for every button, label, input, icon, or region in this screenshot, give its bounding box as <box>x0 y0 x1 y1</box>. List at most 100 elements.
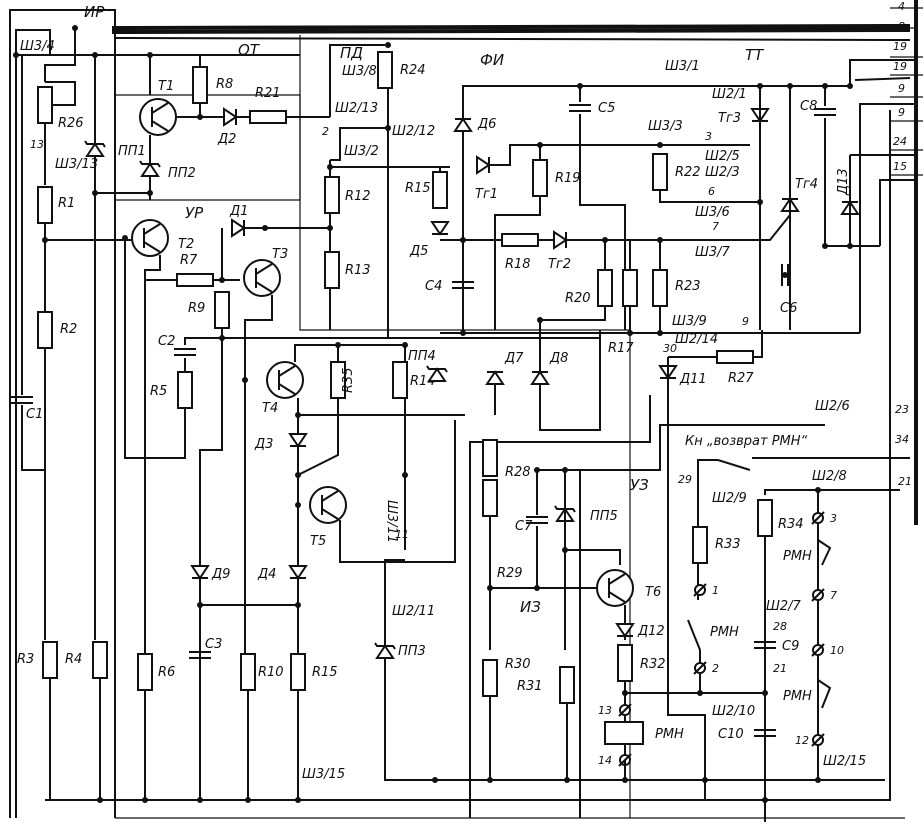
resistor-label: R20 <box>565 291 591 306</box>
connector-label: Ш2/1 <box>712 87 747 102</box>
pin-label: 13 <box>30 138 44 151</box>
pin-label: 29 <box>678 473 692 486</box>
connector-label: Ш3/15 <box>302 767 345 782</box>
capacitor-label: C6 <box>780 301 797 316</box>
resistor-label: R30 <box>505 657 531 672</box>
connector-label: Ш2/11 <box>392 604 435 619</box>
pin-label: 7 <box>830 589 837 602</box>
diode-label: Д12 <box>637 624 665 639</box>
diode-label: Д6 <box>477 117 496 132</box>
zener-label: ПП4 <box>408 349 436 364</box>
diode-label: Д8 <box>549 351 568 366</box>
thyristor-label: Тг3 <box>718 111 741 126</box>
zener-label: ПП1 <box>118 144 146 159</box>
connector-label: Ш2/13 <box>335 101 378 116</box>
transistor-label: T1 <box>158 79 174 94</box>
connector-label: Ш3/11 <box>384 500 399 543</box>
block-label-ur: УР <box>185 204 204 222</box>
resistor-label: R35 <box>341 367 356 393</box>
block-tt: ТТ Ш3/1 Ш2/1 Тг3 Ш3/3 3 Ш2/5 Ш2/3 R22 6 … <box>648 46 915 800</box>
block-fi: ФИ Д6 C5 R15 Д5 R18 Тг2 C4 Тг1 R19 R20 R… <box>405 51 701 431</box>
connector-label: Ш2/5 <box>705 149 740 164</box>
connector-label: Ш2/7 <box>766 599 802 614</box>
transistor-label: T6 <box>645 585 661 600</box>
diode-label: Д9 <box>211 567 230 582</box>
pin-label: 1 <box>712 584 719 597</box>
thyristor-label: Тг2 <box>548 257 571 272</box>
pin-label: 14 <box>598 754 612 767</box>
pin-label: 13 <box>598 704 612 717</box>
capacitor-label: C4 <box>425 279 442 294</box>
pin-label: 11 <box>395 528 409 541</box>
diode-label: Д5 <box>409 244 428 259</box>
relay-contact-label: РМН <box>710 625 739 640</box>
connector-label: Ш2/6 <box>815 399 850 414</box>
resistor-label: R28 <box>505 465 531 480</box>
connector-label: Ш3/3 <box>648 119 683 134</box>
block-label-fi: ФИ <box>480 51 504 69</box>
connector-label: Ш2/15 <box>823 754 866 769</box>
capacitor-label: C1 <box>26 407 43 422</box>
connector-label: Ш3/7 <box>695 245 731 260</box>
terminal-label: 8 <box>898 20 905 33</box>
resistor-label: R5 <box>150 384 167 399</box>
diode-label: Д3 <box>254 437 273 452</box>
resistor-label: R17 <box>608 341 634 356</box>
thyristor-label: Тг4 <box>795 177 818 192</box>
terminal-strip: 4 8 19 19 9 9 24 15 23 34 21 <box>893 0 912 488</box>
block-t4-t5: T4 R35 Д3 T5 Д4 R15 Ш3/15 R14 Ш3/11 11 Ш… <box>254 344 630 800</box>
pin-label: 3 <box>830 512 837 525</box>
resistor-label: R24 <box>400 63 426 78</box>
pin-label: 12 <box>795 734 809 747</box>
capacitor-label: C5 <box>598 101 615 116</box>
capacitor-label: C3 <box>205 637 222 652</box>
block-uz: УЗ ИЗ Ш2/6 Кн „возврат РМН“ R28 R29 C7 П… <box>469 395 910 822</box>
diode-label: Д13 <box>836 168 851 196</box>
terminal-label: 23 <box>895 403 909 416</box>
frame-wiring <box>9 0 923 819</box>
relay-contact-label: РМН <box>783 549 812 564</box>
resistor-label: R3 <box>17 652 34 667</box>
connector-label: Ш3/2 <box>344 144 379 159</box>
terminal-label: 19 <box>893 40 907 53</box>
resistor-label: R13 <box>345 263 371 278</box>
terminal-label: 34 <box>895 433 909 446</box>
block-ot: ОТ T1 ПП2 R8 Д2 R21 <box>139 41 330 200</box>
pin-label: 10 <box>830 644 844 657</box>
block-label-pd: ПД <box>340 44 363 62</box>
capacitor-label: C9 <box>782 639 799 654</box>
pin-label: 9 <box>742 315 749 328</box>
transistor-label: T5 <box>310 534 326 549</box>
thyristor-label: Тг1 <box>475 187 498 202</box>
resistor-label: R2 <box>60 322 77 337</box>
resistor-label: R6 <box>158 665 175 680</box>
resistor-label: R34 <box>778 517 804 532</box>
pin-label: 3 <box>705 130 712 143</box>
resistor-label: R21 <box>255 86 281 101</box>
resistor-label: R8 <box>216 77 233 92</box>
return-button-label: Кн „возврат РМН“ <box>685 434 808 449</box>
diode-label: Д11 <box>679 372 707 387</box>
resistor-label: R9 <box>188 301 205 316</box>
block-label-tt: ТТ <box>745 46 765 64</box>
diode-label: Д4 <box>257 567 276 582</box>
connector-label: Ш3/4 <box>20 39 55 54</box>
resistor-label: R4 <box>65 652 82 667</box>
resistor-label: R27 <box>728 371 754 386</box>
capacitor-label: C10 <box>718 727 744 742</box>
connector-label: Ш2/3 <box>705 165 740 180</box>
pin-label: 30 <box>663 342 677 355</box>
zener-label: ПП3 <box>398 644 426 659</box>
terminal-label: 15 <box>893 160 907 173</box>
resistor-label: R31 <box>517 679 543 694</box>
zener-label: ПП5 <box>590 509 618 524</box>
terminal-label: 24 <box>893 135 907 148</box>
resistor-label: R1 <box>58 196 75 211</box>
resistor-label: R7 <box>180 253 198 268</box>
resistor-label: R33 <box>715 537 741 552</box>
diode-label: Д2 <box>217 132 236 147</box>
pin-label: 2 <box>322 125 329 138</box>
resistor-label: R23 <box>675 279 701 294</box>
connector-label: Ш3/8 <box>342 64 377 79</box>
